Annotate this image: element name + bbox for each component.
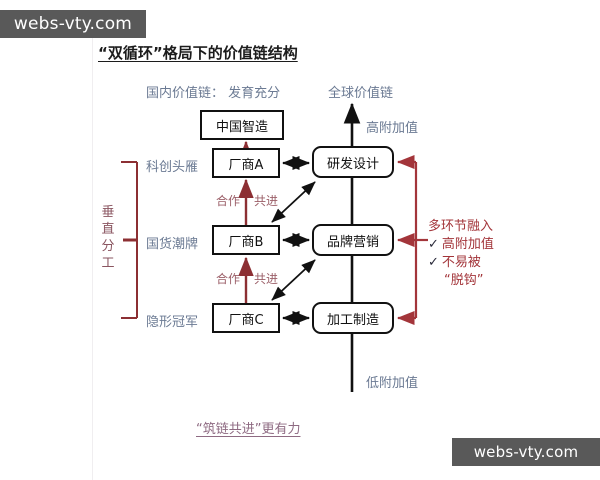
label-firm-b-type: 国货潮牌 <box>146 237 199 252</box>
panel-edge-divider <box>92 28 93 480</box>
bottom-slogan: “筑链共进”更有力 <box>196 422 301 437</box>
watermark-bottom: webs-vty.com <box>452 438 600 466</box>
heading-global-value-chain: 全球价值链 <box>328 86 394 101</box>
label-low-value-added: 低附加值 <box>366 376 419 391</box>
node-china-intelligent-manufacturing: 中国智造 <box>200 110 284 140</box>
label-cooperation-lower-right: 共进 <box>254 272 279 286</box>
label-vertical-division-of-labor: 垂直分工 <box>101 205 115 271</box>
label-cooperation-upper-left: 合作 <box>216 194 241 208</box>
node-firm-a: 厂商A <box>212 148 280 178</box>
heading-domestic-value-chain: 国内价值链： 发育充分 <box>146 86 281 101</box>
left-vertical-division-bracket <box>121 161 138 319</box>
label-high-value-added: 高附加值 <box>366 121 419 136</box>
arrow-firmC-to-brand-diagonal <box>271 259 316 301</box>
node-firm-b: 厂商B <box>212 225 280 255</box>
right-annotation-item-1-text: 高附加值 <box>441 237 494 252</box>
right-annotation-heading: 多环节融入 <box>428 219 494 234</box>
right-annotation-item-2: ✓不易被 <box>428 254 494 272</box>
check-icon-1: ✓ <box>428 237 439 252</box>
node-processing-manufacturing: 加工制造 <box>312 302 394 334</box>
label-cooperation-upper-right: 共进 <box>254 194 279 208</box>
right-annotation-item-1: ✓高附加值 <box>428 236 494 254</box>
right-integration-bracket <box>396 154 428 326</box>
arrow-firmB-to-rnd-diagonal <box>271 181 316 223</box>
node-brand-marketing: 品牌营销 <box>312 224 394 256</box>
label-cooperation-lower-left: 合作 <box>216 272 241 286</box>
node-rnd-design: 研发设计 <box>312 146 394 178</box>
right-annotation-item-2-continuation: “脱钩” <box>444 273 484 288</box>
check-icon-2: ✓ <box>428 255 439 270</box>
right-annotation-block: 多环节融入 ✓高附加值 ✓不易被 “脱钩” <box>428 218 494 290</box>
node-firm-c: 厂商C <box>212 303 280 333</box>
right-annotation-item-2-text: 不易被 <box>441 255 481 270</box>
label-firm-c-type: 隐形冠军 <box>146 315 199 330</box>
label-firm-a-type: 科创头雁 <box>146 160 199 175</box>
watermark-top: webs-vty.com <box>0 10 146 38</box>
page-title: “双循环”格局下的价值链结构 <box>98 44 298 62</box>
